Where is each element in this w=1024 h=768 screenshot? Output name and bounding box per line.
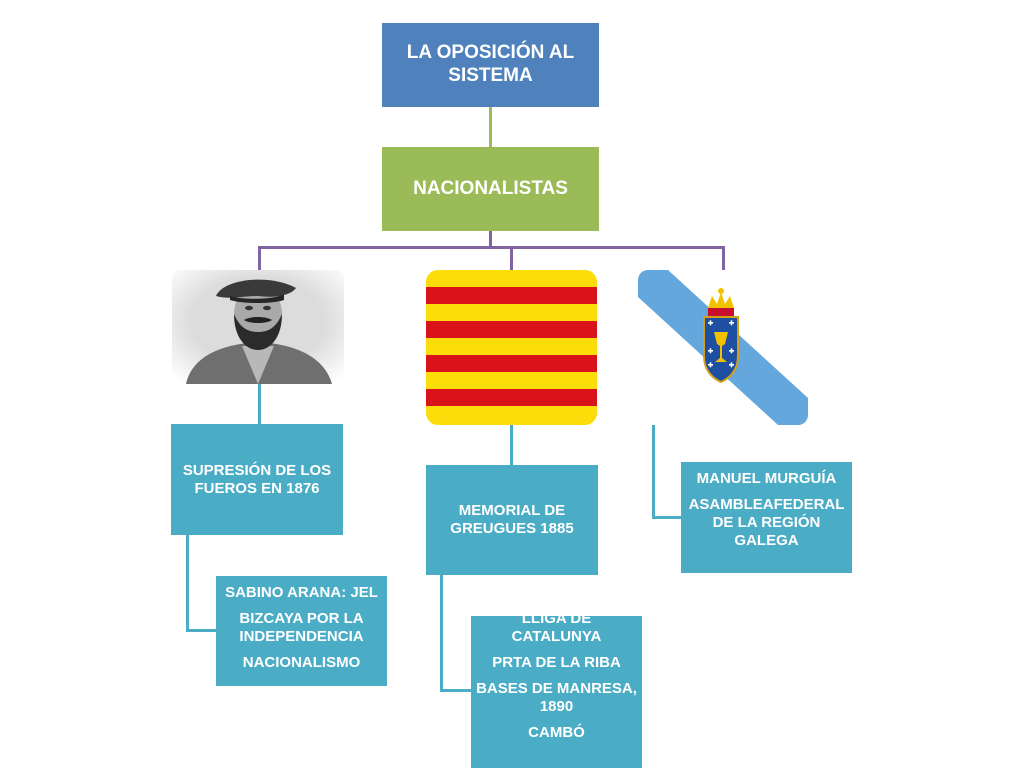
catalan-detail-1: LLIGA DE CATALUNYA bbox=[511, 616, 602, 645]
catalan-detail-stack: LLIGA DE CATALUNYA PRTA DE LA RIBA BASES… bbox=[475, 616, 638, 742]
connector-bus-to-portrait bbox=[258, 246, 261, 270]
senyera-flag-image bbox=[426, 270, 597, 425]
sabino-arana-portrait bbox=[172, 270, 344, 384]
connector-bus-to-senyera bbox=[510, 246, 513, 270]
connector-basque-event-to-detail-h bbox=[186, 629, 217, 632]
connector-catalan-event-to-detail-h bbox=[440, 689, 471, 692]
connector-catalan-event-to-detail-v bbox=[440, 575, 443, 692]
galicia-flag-image bbox=[638, 270, 808, 425]
crown-icon bbox=[708, 288, 734, 316]
basque-detail-box: SABINO ARANA: JEL BIZCAYA POR LA INDEPEN… bbox=[216, 576, 387, 686]
catalan-detail-3: BASES DE MANRESA, 1890 bbox=[476, 680, 637, 715]
portrait-drawing bbox=[172, 270, 344, 384]
basque-event-label: SUPRESIÓN DE LOS FUEROS EN 1876 bbox=[182, 461, 332, 497]
connector-root-to-level2 bbox=[489, 107, 492, 147]
basque-event-box: SUPRESIÓN DE LOS FUEROS EN 1876 bbox=[171, 424, 343, 535]
connector-basque-event-to-detail-v bbox=[186, 535, 189, 632]
connector-galicia-to-detail-v bbox=[652, 425, 655, 519]
connector-bus-to-galicia bbox=[722, 246, 725, 270]
catalan-detail-4: CAMBÓ bbox=[528, 724, 585, 741]
root-node: LA OPOSICIÓN AL SISTEMA bbox=[382, 23, 599, 107]
catalan-detail-2: PRTA DE LA RIBA bbox=[492, 654, 621, 671]
connector-horizontal-bus bbox=[258, 246, 725, 249]
connector-level2-down bbox=[489, 231, 492, 248]
basque-detail-2: BIZCAYA POR LA INDEPENDENCIA bbox=[239, 610, 364, 645]
galicia-flag bbox=[638, 270, 808, 425]
root-label: LA OPOSICIÓN AL SISTEMA bbox=[406, 42, 575, 86]
galicia-detail-2: ASAMBLEAFEDERAL DE LA REGIÓN GALEGA bbox=[688, 496, 845, 549]
basque-detail-1: SABINO ARANA: JEL bbox=[225, 584, 378, 601]
catalan-detail-box: LLIGA DE CATALUNYA PRTA DE LA RIBA BASES… bbox=[471, 616, 642, 768]
connector-senyera-to-event bbox=[510, 425, 513, 465]
catalan-event-label: MEMORIAL DE GREUGUES 1885 bbox=[450, 502, 574, 537]
connector-portrait-to-event bbox=[258, 384, 261, 424]
galicia-detail-box: MANUEL MURGUÍA ASAMBLEAFEDERAL DE LA REG… bbox=[681, 462, 852, 573]
galicia-detail-1: MANUEL MURGUÍA bbox=[696, 470, 837, 487]
nacionalistas-node: NACIONALISTAS bbox=[382, 147, 599, 231]
connector-galicia-to-detail-h bbox=[652, 516, 682, 519]
senyera-flag bbox=[426, 270, 597, 425]
catalan-event-box: MEMORIAL DE GREUGUES 1885 bbox=[426, 465, 598, 575]
nacionalistas-label: NACIONALISTAS bbox=[413, 177, 568, 199]
basque-detail-3: NACIONALISMO bbox=[242, 654, 361, 671]
coat-of-arms-icon bbox=[703, 316, 739, 384]
